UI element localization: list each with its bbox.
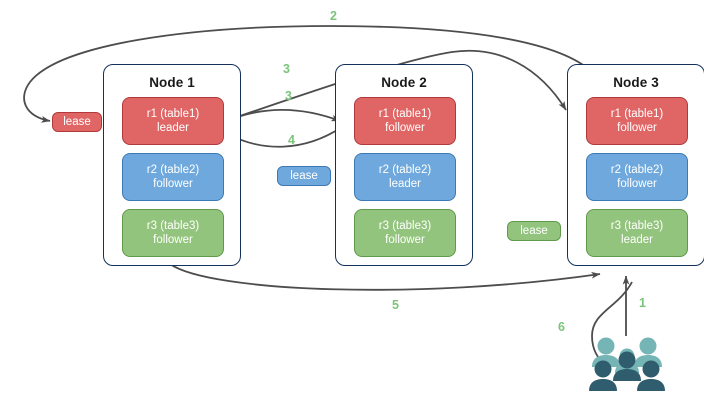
lease-badge-blue[interactable]: lease (277, 166, 331, 186)
node-1-replica-r1[interactable]: r1 (table1) leader (122, 97, 224, 145)
node-box-1[interactable]: Node 1 r1 (table1) leader r2 (table2) fo… (103, 64, 241, 266)
node-3-replica-r2[interactable]: r2 (table2) follower (586, 153, 688, 201)
replica-name: r1 (table1) (378, 108, 432, 120)
replica-role: leader (389, 178, 421, 190)
edge-label-3-upper: 3 (283, 62, 290, 76)
node-box-2[interactable]: Node 2 r1 (table1) follower r2 (table2) … (335, 64, 473, 266)
replica-role: follower (385, 234, 425, 246)
node-1-replica-r2[interactable]: r2 (table2) follower (122, 153, 224, 201)
replica-name: r3 (table3) (378, 220, 432, 232)
replica-name: r3 (table3) (610, 220, 664, 232)
replica-name: r3 (table3) (146, 220, 200, 232)
node-3-title: Node 3 (613, 75, 659, 90)
replica-name: r1 (table1) (610, 108, 664, 120)
node-3-replica-r1[interactable]: r1 (table1) follower (586, 97, 688, 145)
replica-role: follower (153, 234, 193, 246)
lease-badge-green[interactable]: lease (507, 221, 561, 241)
replica-name: r1 (table1) (146, 108, 200, 120)
edge-label-1: 1 (639, 296, 646, 310)
node-box-3[interactable]: Node 3 r1 (table1) follower r2 (table2) … (567, 64, 704, 266)
node-1-title: Node 1 (149, 75, 195, 90)
edge-label-2: 2 (330, 9, 337, 23)
edge-label-6: 6 (558, 320, 565, 334)
users-group-icon (589, 337, 665, 391)
edge-5-path (169, 263, 601, 291)
replica-role: follower (617, 122, 657, 134)
edge-label-4: 4 (288, 133, 295, 147)
node-2-title: Node 2 (381, 75, 427, 90)
node-3-replica-r3[interactable]: r3 (table3) leader (586, 209, 688, 257)
replica-role: follower (153, 178, 193, 190)
edge-label-3-lower: 3 (285, 89, 292, 103)
edge-4-path (227, 126, 343, 148)
replica-role: leader (621, 234, 653, 246)
replica-role: follower (617, 178, 657, 190)
replica-role: follower (385, 122, 425, 134)
node-1-replica-r3[interactable]: r3 (table3) follower (122, 209, 224, 257)
node-2-replica-r1[interactable]: r1 (table1) follower (354, 97, 456, 145)
replica-name: r2 (table2) (146, 164, 200, 176)
node-2-replica-r2[interactable]: r2 (table2) leader (354, 153, 456, 201)
lease-badge-red[interactable]: lease (52, 112, 102, 132)
replica-name: r2 (table2) (610, 164, 664, 176)
replica-role: leader (157, 122, 189, 134)
edge-label-5: 5 (392, 298, 399, 312)
replica-name: r2 (table2) (378, 164, 432, 176)
node-2-replica-r3[interactable]: r3 (table3) follower (354, 209, 456, 257)
